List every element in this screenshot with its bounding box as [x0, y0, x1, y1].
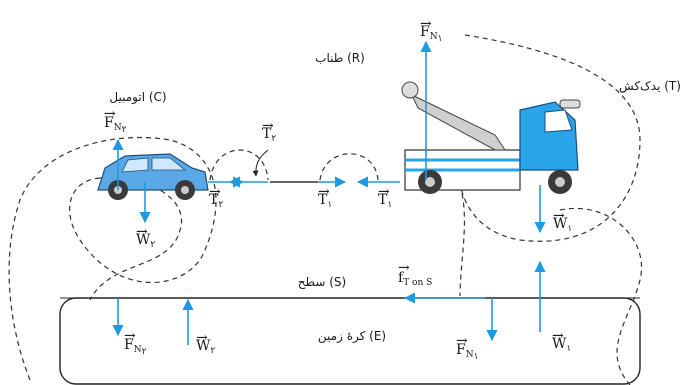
car: [97, 153, 209, 200]
svg-text:→: →: [552, 328, 564, 344]
label-w2-earth: → W۲: [196, 330, 215, 356]
label-t2-rope: → T۲: [262, 118, 276, 144]
tow-truck: [401, 81, 581, 194]
label-fn1-truck: → FN۱: [420, 16, 442, 44]
car-system-boundary: [8, 136, 217, 381]
svg-text:W۱: W۱: [553, 216, 572, 234]
label-w1-earth: → W۱: [552, 328, 571, 354]
label-fn1-earth: → FN۱: [456, 333, 478, 362]
car-label: اتومبیل (C): [109, 90, 166, 105]
svg-text:→: →: [378, 184, 390, 200]
svg-text:→: →: [553, 208, 565, 224]
svg-text:T۲: T۲: [262, 126, 276, 144]
label-w1-truck: → W۱: [553, 208, 572, 234]
rope-label: طناب (R): [315, 51, 365, 65]
svg-text:→: →: [318, 184, 330, 200]
truck-lower-boundary: [559, 207, 643, 385]
svg-text:T۱: T۱: [318, 192, 332, 210]
svg-text:→: →: [104, 106, 116, 122]
rope-right-loop: [319, 153, 379, 181]
svg-text:fT on S: fT on S: [398, 270, 432, 288]
label-t2-car: → T۲: [209, 184, 223, 210]
tow-truck-label: یدک‌کش (T): [619, 79, 681, 94]
label-fn2-car: → FN۲: [104, 106, 127, 135]
surface-label: سطح (S): [298, 275, 346, 289]
svg-text:FN۲: FN۲: [124, 337, 147, 357]
svg-text:W۲: W۲: [136, 232, 155, 250]
svg-text:→: →: [196, 330, 208, 346]
truck-ground-boundary: [459, 184, 466, 297]
svg-text:→: →: [420, 16, 432, 32]
truck-system-boundary: [458, 34, 641, 242]
svg-text:→: →: [136, 224, 148, 240]
label-w2-car: → W۲: [136, 224, 155, 250]
rope-left-loop: [209, 149, 269, 181]
label-fn2-earth: → FN۲: [124, 328, 147, 357]
svg-text:T۲: T۲: [209, 192, 223, 210]
car-inner-boundary: [89, 177, 183, 301]
label-t1-rope: → T۱: [318, 184, 332, 210]
label-t1-truck: → T۱: [378, 184, 392, 210]
svg-text:W۱: W۱: [552, 336, 571, 354]
label-friction: → fT on S: [398, 260, 432, 288]
t2-pointer-arrow: [252, 149, 269, 177]
svg-text:FN۱: FN۱: [420, 24, 442, 44]
svg-text:→: →: [262, 118, 274, 134]
earth-label: کرهٔ زمین (E): [318, 329, 386, 344]
svg-text:→: →: [124, 328, 136, 344]
svg-text:FN۲: FN۲: [104, 115, 127, 135]
svg-text:→: →: [209, 184, 221, 200]
svg-text:FN۱: FN۱: [456, 342, 478, 362]
svg-text:→: →: [456, 333, 468, 349]
svg-text:T۱: T۱: [378, 192, 392, 210]
svg-text:→: →: [398, 260, 410, 276]
svg-text:W۲: W۲: [196, 338, 215, 356]
